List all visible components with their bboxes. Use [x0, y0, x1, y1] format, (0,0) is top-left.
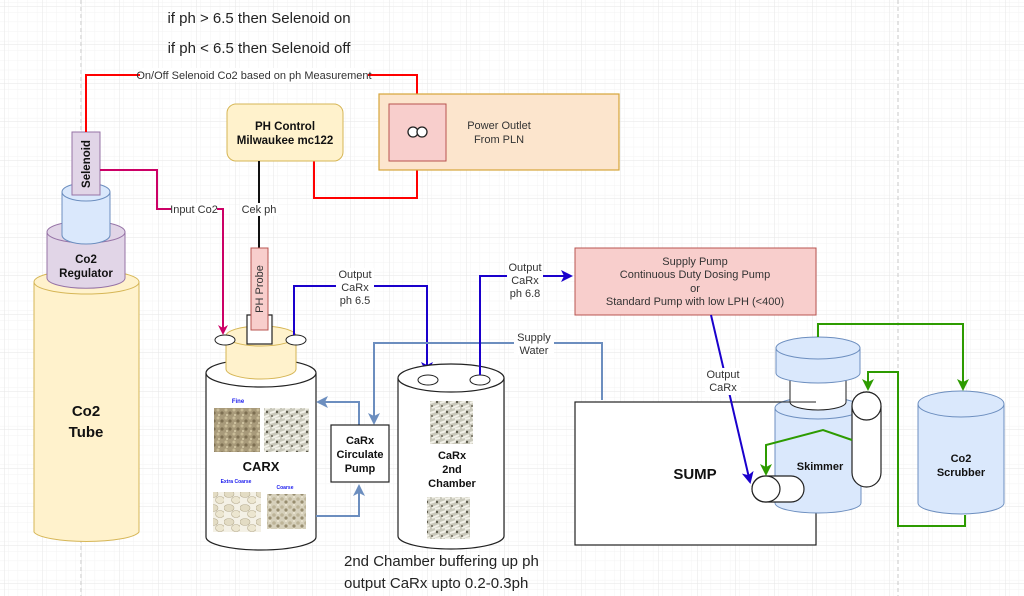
- edge-output-carx-68-label-2: CaRx: [511, 275, 539, 287]
- power-outlet-label-1: Power Outlet: [467, 120, 531, 132]
- carx-media-coarse-label: Coarse: [277, 485, 294, 491]
- sump-label: SUMP: [673, 466, 716, 483]
- circulate-pump-label-1: CaRx: [346, 435, 375, 447]
- skimmer-side-pump-top: [851, 391, 882, 421]
- edge-output-carx-68: Output CaRx ph 6.8: [479, 261, 573, 375]
- edge-input-co2: Input Co2: [100, 169, 228, 335]
- ph-control[interactable]: PH Control Milwaukee mc122: [226, 103, 344, 162]
- second-chamber-outlet-port: [469, 374, 491, 386]
- circulate-pump-label-2: Circulate: [336, 449, 383, 461]
- carx-media-fine-image: [214, 408, 260, 452]
- power-outlet-label-2: From PLN: [474, 134, 524, 146]
- edge-output-carx-sump: Output CaRx: [705, 314, 754, 484]
- ph-probe[interactable]: PH Probe: [250, 247, 269, 331]
- carx-chamber[interactable]: Fine CARX Extra Coarse Coarse: [205, 358, 317, 551]
- supply-pump-label-3: or: [690, 283, 700, 295]
- second-chamber-inlet-port: [417, 374, 439, 386]
- co2-regulator-label-1: Co2: [75, 254, 97, 266]
- carx-media-extra-coarse-label: Extra Coarse: [221, 479, 252, 485]
- carx-outlet-port: [285, 334, 307, 346]
- edge-selenoid-control: On/Off Selenoid Co2 based on ph Measurem…: [85, 68, 418, 132]
- edge-output-carx-68-label-1: Output: [508, 262, 541, 274]
- supply-pump-label-4: Standard Pump with low LPH (<400): [606, 296, 784, 308]
- edge-output-carx-65-label-3: ph 6.5: [340, 295, 371, 307]
- skimmer-inlet-pump-face: [751, 475, 781, 503]
- edge-cek-ph: Cek ph: [240, 161, 278, 248]
- edge-carx-to-pump: [316, 484, 365, 517]
- co2-tube-label-1: Co2: [72, 403, 100, 420]
- supply-pump-label-2: Continuous Duty Dosing Pump: [620, 269, 770, 281]
- second-chamber-label-3: Chamber: [428, 478, 476, 490]
- edge-sidepump-to-inlet: [760, 428, 853, 476]
- co2-tube[interactable]: Co2 Tube: [33, 269, 140, 542]
- edge-output-carx-65: Output CaRx ph 6.5: [293, 268, 433, 374]
- carx-media-coarse-image: [267, 494, 306, 529]
- co2-scrubber-label-2: Scrubber: [937, 467, 986, 479]
- chamber-note-line-1: 2nd Chamber buffering up ph: [344, 553, 539, 570]
- second-chamber[interactable]: CaRx 2nd Chamber: [397, 363, 505, 550]
- edge-output-carx-sump-label-1: Output: [706, 369, 739, 381]
- edge-output-carx-65-label-2: CaRx: [341, 282, 369, 294]
- edge-skimmer-to-scrubber: [817, 323, 969, 391]
- ph-control-label-2: Milwaukee mc122: [237, 135, 334, 147]
- supply-pump[interactable]: Supply Pump Continuous Duty Dosing Pump …: [574, 247, 817, 316]
- carx-label: CARX: [243, 459, 280, 474]
- edge-input-co2-label: Input Co2: [170, 204, 218, 216]
- edge-supply-water-label-1: Supply: [517, 332, 551, 344]
- second-chamber-media-image-bottom: [427, 497, 470, 539]
- carx-media-white-image: [264, 408, 309, 452]
- edge-cek-ph-label: Cek ph: [242, 204, 277, 216]
- power-outlet[interactable]: Power Outlet From PLN: [378, 93, 620, 171]
- edge-supply-water-label-2: Water: [520, 345, 549, 357]
- edge-selenoid-control-label: On/Off Selenoid Co2 based on ph Measurem…: [136, 70, 371, 82]
- rule-off-text: if ph < 6.5 then Selenoid off: [168, 40, 352, 57]
- second-chamber-label-1: CaRx: [438, 450, 467, 462]
- edge-scrubber-to-skimmer: [862, 371, 966, 527]
- carx-media-extra-coarse-image: [213, 492, 261, 532]
- edge-supply-water: Supply Water: [368, 331, 603, 425]
- skimmer-label: Skimmer: [797, 461, 844, 473]
- co2-regulator-label-2: Regulator: [59, 268, 113, 280]
- edge-phcontrol-power: [313, 161, 418, 199]
- co2-tube-label-2: Tube: [69, 424, 104, 441]
- carx-media-fine-label: Fine: [232, 399, 245, 405]
- ph-probe-label: PH Probe: [254, 265, 266, 313]
- second-chamber-media-image-top: [430, 401, 473, 444]
- edge-output-carx-68-label-3: ph 6.8: [510, 288, 541, 300]
- co2-scrubber-label-1: Co2: [951, 453, 972, 465]
- supply-pump-label-1: Supply Pump: [662, 256, 727, 268]
- selenoid[interactable]: Selenoid: [71, 131, 101, 196]
- rule-on-text: if ph > 6.5 then Selenoid on: [167, 10, 350, 27]
- edge-pump-to-carx: [316, 396, 360, 425]
- selenoid-label: Selenoid: [81, 140, 93, 188]
- circulate-pump-label-3: Pump: [345, 463, 376, 475]
- edge-output-carx-65-label-1: Output: [338, 269, 371, 281]
- second-chamber-label-2: 2nd: [442, 464, 462, 476]
- circulate-pump[interactable]: CaRx Circulate Pump: [330, 424, 390, 483]
- chamber-note-line-2: output CaRx upto 0.2-0.3ph: [344, 575, 528, 592]
- edge-output-carx-sump-label-2: CaRx: [709, 382, 737, 394]
- co2-scrubber[interactable]: Co2 Scrubber: [917, 390, 1005, 515]
- ph-control-label-1: PH Control: [255, 121, 315, 133]
- carx-inlet-port: [214, 334, 236, 346]
- outlet-icon: [407, 126, 428, 138]
